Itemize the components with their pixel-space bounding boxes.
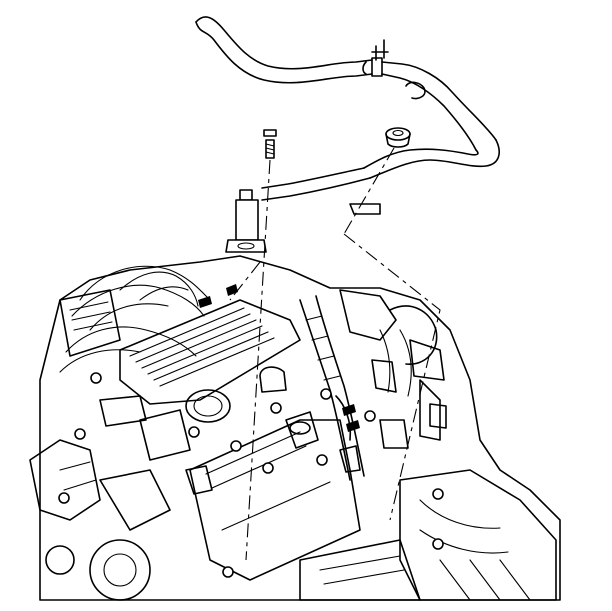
alignment-lines	[229, 147, 441, 561]
heater-hose-tube	[195, 16, 500, 215]
dipstick-tube	[225, 189, 267, 253]
grommet	[385, 127, 411, 148]
retaining-bolt	[263, 129, 277, 159]
engine-assembly	[29, 255, 561, 601]
